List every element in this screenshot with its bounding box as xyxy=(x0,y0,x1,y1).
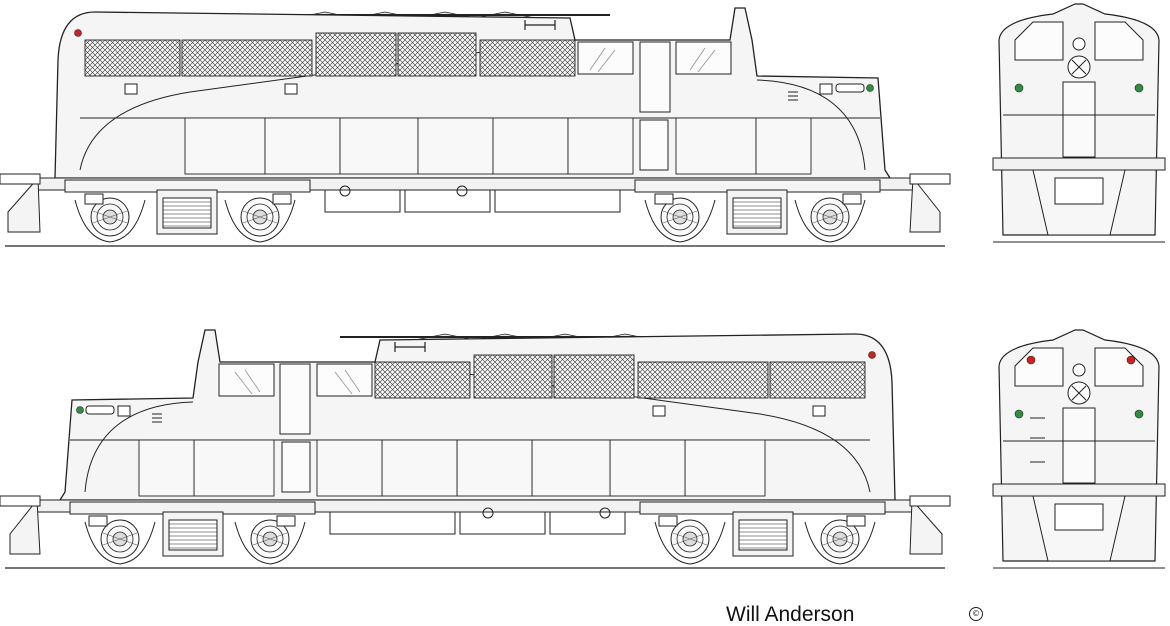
end-elevation-rear xyxy=(992,329,1166,569)
copyright-mark: © xyxy=(969,607,983,621)
side-elevation-cab-right xyxy=(0,8,950,246)
side-elevation-cab-left xyxy=(0,330,950,568)
author-credit: Will Anderson xyxy=(726,603,855,626)
end-elevation-front xyxy=(992,3,1166,243)
